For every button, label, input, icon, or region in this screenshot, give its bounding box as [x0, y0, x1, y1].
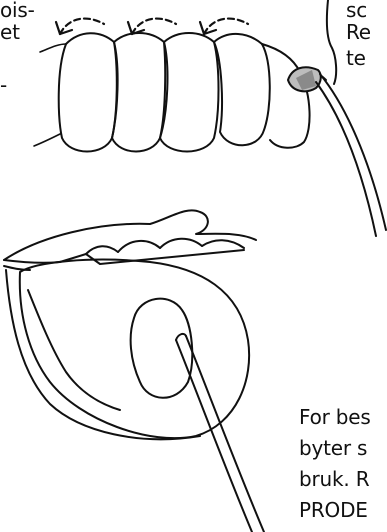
text-fragment: te: [346, 46, 366, 70]
text-fragment: byter s: [299, 436, 367, 460]
rotation-arrow-icon: [56, 19, 104, 34]
text-fragment: ois-: [0, 0, 35, 22]
mouth-illustration: [4, 210, 264, 532]
text-fragment: For bes: [299, 405, 371, 429]
text-fragment: Re: [346, 20, 371, 44]
rotation-arrow-icon: [128, 19, 176, 34]
upper-teeth-illustration: [34, 0, 386, 236]
text-fragment: bruk. R: [299, 467, 369, 491]
text-fragment: -: [0, 73, 7, 97]
text-fragment: sc: [346, 0, 367, 22]
rotation-arrow-icon: [200, 19, 248, 34]
text-fragment: et: [0, 20, 20, 44]
text-fragment: PRODE: [299, 498, 368, 522]
